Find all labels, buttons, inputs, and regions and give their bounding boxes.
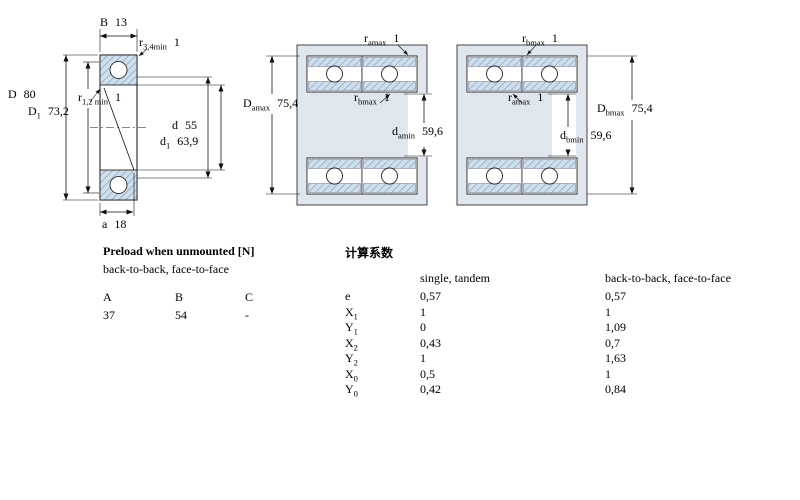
preload-header-A: A xyxy=(103,290,112,304)
factors-row-Y2: Y2 1 1,63 xyxy=(345,351,626,368)
preload-header-C: C xyxy=(245,290,254,304)
factors-row-Y1: Y1 0 1,09 xyxy=(345,320,626,337)
bearing-drawings xyxy=(63,29,637,216)
factors-col2-header: back-to-back, face-to-face xyxy=(605,271,731,285)
calculation-factors-table: 计算系数 single, tandem back-to-back, face-t… xyxy=(345,244,795,404)
factors-row-e: e 0,57 0,57 xyxy=(345,289,626,303)
factors-row-X0: X0 0,5 1 xyxy=(345,367,611,384)
ball-icon xyxy=(109,61,128,79)
preload-subtitle: back-to-back, face-to-face xyxy=(103,262,229,276)
preload-title: Preload when unmounted [N] xyxy=(103,244,255,258)
factors-row-X1: X1 1 1 xyxy=(345,305,611,322)
preload-table: Preload when unmounted [N] back-to-back,… xyxy=(103,244,403,344)
face-to-face-arrangement-drawing xyxy=(456,44,637,206)
single-bearing-drawing xyxy=(63,29,225,216)
factors-title: 计算系数 xyxy=(345,246,394,260)
factors-col1-header: single, tandem xyxy=(420,271,490,285)
ball-icon xyxy=(109,176,128,194)
contact-angle-line xyxy=(103,87,135,171)
preload-value-A: 37 xyxy=(103,308,115,322)
preload-value-C: - xyxy=(245,308,249,322)
factors-row-Y0: Y0 0,42 0,84 xyxy=(345,382,626,399)
back-to-back-arrangement-drawing xyxy=(266,44,432,206)
preload-value-B: 54 xyxy=(175,308,187,322)
factors-row-X2: X2 0,43 0,7 xyxy=(345,336,620,353)
preload-header-B: B xyxy=(175,290,184,304)
